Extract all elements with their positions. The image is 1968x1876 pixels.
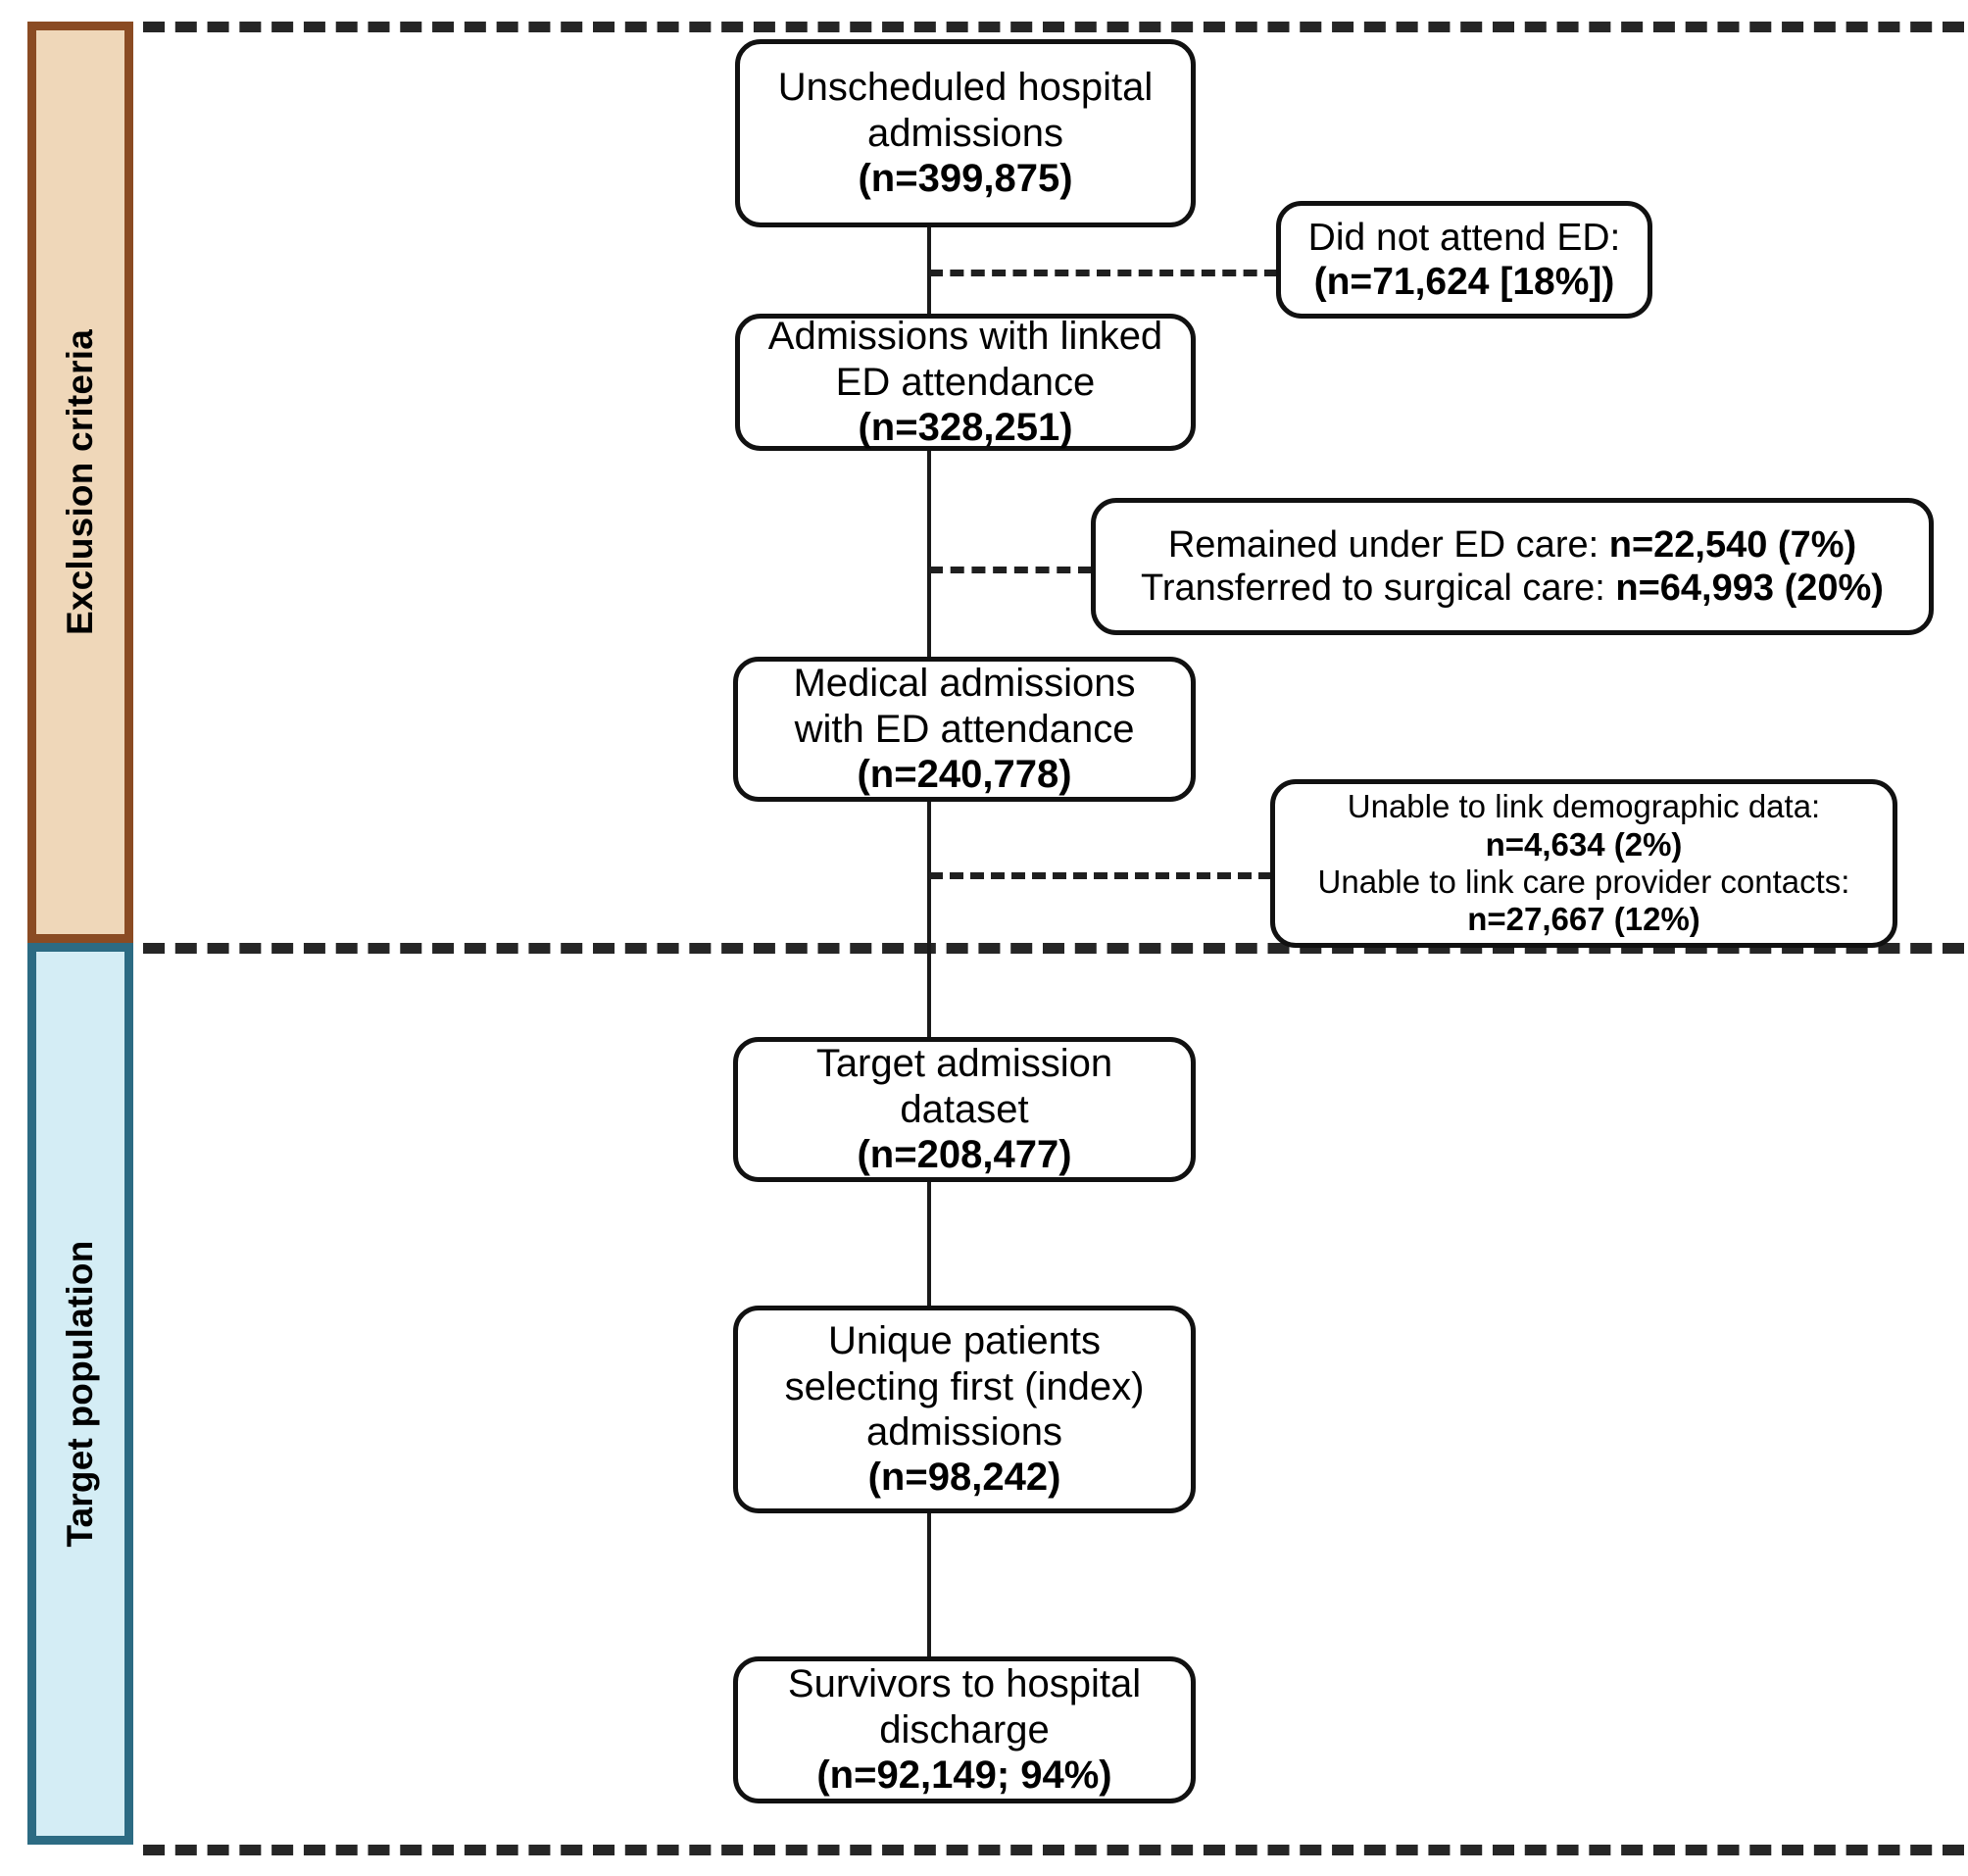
exclusion-node-unable-to-link[interactable]: Unable to link demographic data: n=4,634… (1270, 779, 1897, 948)
node-line: admissions (865, 1410, 1063, 1454)
connector-spine-segment (927, 1182, 931, 1308)
node-count: (n=71,624 [18%]) (1313, 261, 1615, 303)
connector-spine-segment (927, 1513, 931, 1658)
node-count: n=27,667 (12%) (1467, 901, 1700, 938)
node-line: dataset (900, 1087, 1029, 1131)
flow-node-target-admission-dataset[interactable]: Target admission dataset (n=208,477) (733, 1037, 1196, 1182)
node-line: Medical admissions (793, 662, 1136, 706)
node-line: admissions (866, 111, 1064, 155)
node-line-text: Transferred to surgical care: (1141, 568, 1616, 609)
flow-node-linked-ed-attendance[interactable]: Admissions with linked ED attendance (n=… (735, 314, 1196, 451)
exclusion-connector-arrow (929, 554, 1115, 581)
band-target-population: Target population (27, 943, 133, 1845)
node-line: Remained under ED care: n=22,540 (7%) (1168, 523, 1856, 567)
connector-spine-segment (927, 802, 931, 1039)
node-count: (n=98,242) (867, 1456, 1061, 1500)
connector-dashed-line (929, 872, 1272, 879)
band-exclusion-criteria-label: Exclusion criteria (60, 328, 100, 636)
section-divider-top (143, 22, 1964, 32)
band-target-population-label: Target population (60, 1240, 100, 1548)
node-line: Target admission (815, 1042, 1113, 1086)
node-line: Unable to link care provider contacts: (1317, 864, 1850, 900)
node-line: selecting first (index) (784, 1364, 1145, 1408)
flow-node-survivors-to-discharge[interactable]: Survivors to hospital discharge (n=92,14… (733, 1656, 1196, 1803)
node-line-text: Remained under ED care: (1167, 523, 1609, 566)
node-count: n=4,634 (2%) (1485, 825, 1683, 863)
node-line: Transferred to surgical care: n=64,993 (… (1141, 567, 1884, 610)
connector-dashed-line (929, 270, 1278, 276)
node-line: Unique patients (828, 1319, 1101, 1363)
node-count: (n=208,477) (857, 1133, 1072, 1177)
section-divider-middle (143, 943, 1964, 954)
flow-node-medical-admissions[interactable]: Medical admissions with ED attendance (n… (733, 657, 1196, 802)
node-line: Unscheduled hospital (777, 66, 1154, 110)
band-exclusion-criteria: Exclusion criteria (27, 22, 133, 943)
flow-node-unique-patients[interactable]: Unique patients selecting first (index) … (733, 1306, 1196, 1513)
node-line: with ED attendance (794, 707, 1135, 751)
node-line-count: n=64,993 (20%) (1615, 568, 1884, 609)
node-count: (n=240,778) (857, 753, 1072, 797)
node-count: (n=92,149; 94%) (816, 1753, 1112, 1798)
node-line: ED attendance (835, 360, 1096, 404)
exclusion-node-ed-care-and-surgical[interactable]: Remained under ED care: n=22,540 (7%) Tr… (1091, 498, 1934, 635)
exclusion-node-did-not-attend-ed[interactable]: Did not attend ED: (n=71,624 [18%]) (1276, 201, 1652, 319)
node-line-count: n=22,540 (7%) (1608, 523, 1857, 566)
connector-spine-segment (927, 451, 931, 659)
node-count: (n=399,875) (858, 157, 1073, 201)
node-line: Admissions with linked (767, 315, 1163, 359)
connector-dashed-line (929, 567, 1092, 573)
node-line: discharge (879, 1707, 1050, 1752)
flow-node-unscheduled-admissions[interactable]: Unscheduled hospital admissions (n=399,8… (735, 39, 1196, 227)
node-line: Did not attend ED: (1307, 216, 1621, 259)
node-line: Survivors to hospital (787, 1662, 1142, 1706)
node-count: (n=328,251) (858, 406, 1073, 450)
node-line: Unable to link demographic data: (1347, 788, 1821, 825)
exclusion-connector-arrow (929, 860, 1296, 887)
exclusion-connector-arrow (929, 257, 1302, 284)
section-divider-bottom (143, 1845, 1964, 1855)
